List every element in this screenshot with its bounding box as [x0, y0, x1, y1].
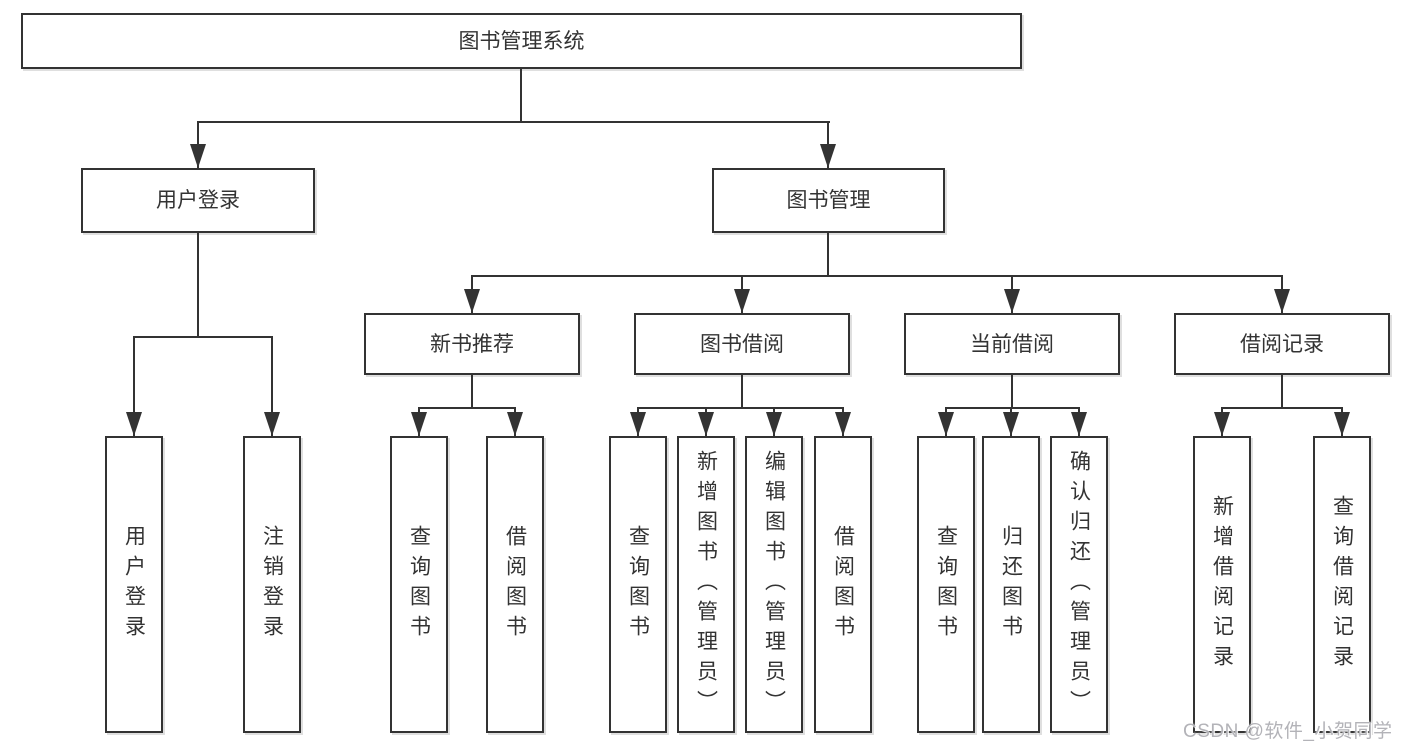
- connector-line-h: [197, 121, 830, 123]
- leaf-add-borrow-record: 新增借阅记录: [1193, 436, 1251, 733]
- arrow-down-icon: [507, 412, 523, 436]
- arrow-down-icon: [698, 412, 714, 436]
- connector-line-h: [637, 407, 844, 409]
- leaf-query-books-current: 查询图书: [917, 436, 975, 733]
- arrow-down-icon: [835, 412, 851, 436]
- node-root-system: 图书管理系统: [21, 13, 1022, 69]
- arrow-down-icon: [1071, 412, 1087, 436]
- connector-line-h: [1221, 407, 1343, 409]
- arrow-down-icon: [1334, 412, 1350, 436]
- connector-line-h: [945, 407, 1080, 409]
- arrow-down-icon: [734, 289, 750, 313]
- arrow-down-icon: [1003, 412, 1019, 436]
- arrow-down-icon: [820, 144, 836, 168]
- node-new-book-recommend: 新书推荐: [364, 313, 580, 375]
- leaf-return-books: 归还图书: [982, 436, 1040, 733]
- connector-line-h: [133, 336, 273, 338]
- arrow-down-icon: [264, 412, 280, 436]
- connector-line-v: [471, 375, 473, 409]
- leaf-user-login: 用户登录: [105, 436, 163, 733]
- arrow-down-icon: [1004, 289, 1020, 313]
- arrow-down-icon: [411, 412, 427, 436]
- connector-line-v: [520, 69, 522, 123]
- arrow-down-icon: [464, 289, 480, 313]
- connector-line-v: [1011, 375, 1013, 409]
- leaf-confirm-return-admin: 确认归还（管理员）: [1050, 436, 1108, 733]
- connector-line-v: [271, 336, 273, 436]
- leaf-add-books-admin: 新增图书（管理员）: [677, 436, 735, 733]
- arrow-down-icon: [1214, 412, 1230, 436]
- leaf-query-books-borrow: 查询图书: [609, 436, 667, 733]
- connector-line-h: [471, 275, 1283, 277]
- node-user-login: 用户登录: [81, 168, 315, 233]
- watermark: CSDN @软件_小贺同学: [1183, 721, 1393, 742]
- leaf-query-borrow-record: 查询借阅记录: [1313, 436, 1371, 733]
- arrow-down-icon: [190, 144, 206, 168]
- leaf-borrow-books: 借阅图书: [814, 436, 872, 733]
- connector-line-v: [741, 375, 743, 409]
- node-book-borrowing: 图书借阅: [634, 313, 850, 375]
- leaf-logout: 注销登录: [243, 436, 301, 733]
- node-book-management: 图书管理: [712, 168, 945, 233]
- connector-line-v: [133, 336, 135, 436]
- node-current-borrowing: 当前借阅: [904, 313, 1120, 375]
- connector-line-h: [418, 407, 516, 409]
- arrow-down-icon: [766, 412, 782, 436]
- leaf-edit-books-admin: 编辑图书（管理员）: [745, 436, 803, 733]
- arrow-down-icon: [938, 412, 954, 436]
- arrow-down-icon: [1274, 289, 1290, 313]
- connector-line-v: [827, 233, 829, 277]
- connector-line-v: [197, 233, 199, 338]
- leaf-query-books-recommend: 查询图书: [390, 436, 448, 733]
- leaf-borrow-books-recommend: 借阅图书: [486, 436, 544, 733]
- node-borrowing-records: 借阅记录: [1174, 313, 1390, 375]
- arrow-down-icon: [630, 412, 646, 436]
- arrow-down-icon: [126, 412, 142, 436]
- connector-line-v: [1281, 375, 1283, 409]
